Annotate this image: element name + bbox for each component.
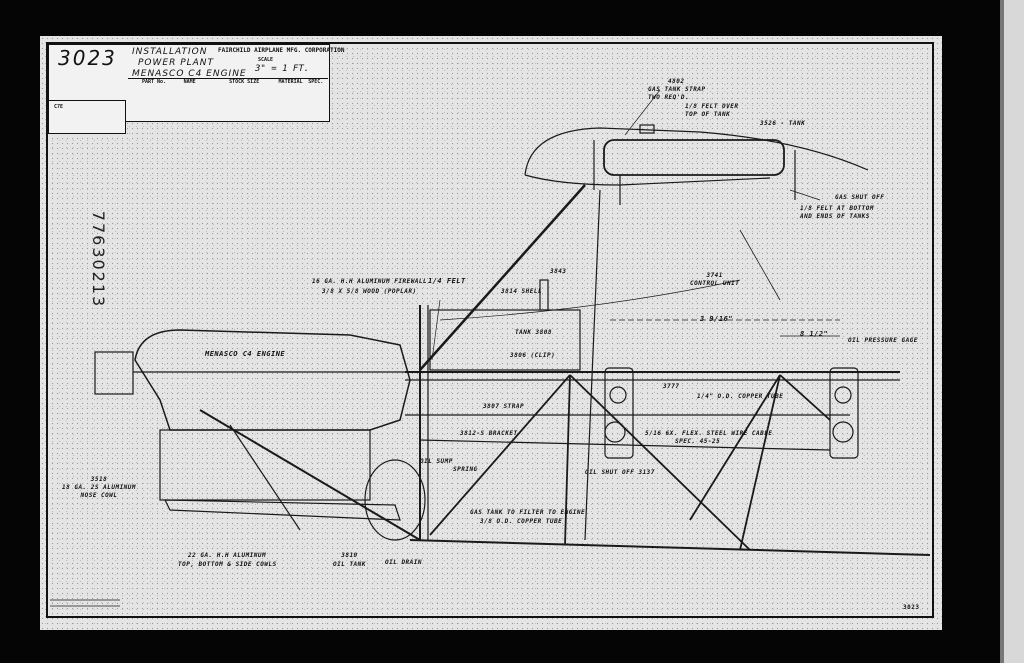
label-text: 5/16 6X. FLEX. STEEL WIRE CABLE bbox=[645, 430, 773, 437]
label-felt: 1/4 FELT bbox=[428, 277, 466, 285]
label-3843: 3843 bbox=[550, 268, 567, 275]
label-strap: 3807 STRAP bbox=[483, 403, 525, 410]
label-text: NOSE COWL bbox=[80, 492, 118, 499]
label-nose-cowl: 3518 18 GA. 2S ALUMINUM NOSE COWL bbox=[62, 476, 136, 500]
part-number: 3810 bbox=[341, 552, 358, 559]
label-copper-tube: 1/4" O.D. COPPER TUBE bbox=[697, 393, 784, 400]
label-text: TWO REQ'D. bbox=[648, 94, 690, 101]
title-line: POWER PLANT bbox=[138, 58, 215, 68]
parts-table-header: PART No. NAME STOCK SIZE MATERIAL SPEC. bbox=[128, 78, 328, 121]
label-clip: 3806 (CLIP) bbox=[510, 352, 556, 359]
scan-edge bbox=[1000, 0, 1004, 663]
label-oil-tank: 3810 OIL TANK bbox=[333, 551, 366, 569]
label-bracket: 3812-S BRACKET bbox=[460, 430, 518, 437]
wing-lower bbox=[524, 174, 771, 186]
label-text: 1/8 FELT AT BOTTOM bbox=[800, 205, 875, 212]
label-3777: 3777 bbox=[663, 383, 680, 390]
label-text: OIL TANK bbox=[333, 561, 366, 568]
propeller-hub bbox=[94, 351, 134, 395]
label-text: GAS TANK STRAP bbox=[648, 86, 706, 93]
col-part-no: PART No. bbox=[142, 79, 167, 85]
company-name: FAIRCHILD AIRPLANE MFG. CORPORATION bbox=[218, 47, 345, 54]
label-gas-shut-off: GAS SHUT OFF bbox=[835, 194, 885, 201]
label-text: 1/8 FELT OVER bbox=[685, 103, 739, 110]
col-material: MATERIAL bbox=[278, 79, 303, 85]
label-text: CONTROL UNIT bbox=[690, 280, 740, 287]
wing-airfoil bbox=[524, 127, 869, 176]
title-line: MENASCO C4 ENGINE bbox=[132, 69, 247, 79]
label-control-unit: 3741 CONTROL UNIT bbox=[690, 272, 739, 288]
label-firewall: 16 GA. H.H ALUMINUM FIREWALL 3/8 X 5/8 W… bbox=[312, 277, 427, 297]
label-text: 22 GA. H.H ALUMINUM bbox=[188, 552, 267, 559]
label-text: TOP, BOTTOM & SIDE COWLS bbox=[178, 561, 277, 568]
label-spring: SPRING bbox=[453, 466, 478, 473]
label-text: GAS TANK TO FILTER TO ENGINE bbox=[470, 509, 586, 516]
part-number: 3741 bbox=[706, 272, 723, 279]
scale-label: SCALE bbox=[258, 57, 274, 63]
col-name: NAME bbox=[183, 79, 196, 85]
dimension-2: 8 1/2" bbox=[800, 330, 829, 338]
part-number: 3518 bbox=[90, 476, 108, 483]
part-number: 4802 bbox=[668, 78, 685, 85]
control-unit bbox=[604, 367, 634, 459]
revision-code: C7E bbox=[54, 104, 64, 110]
label-oil-drain: OIL DRAIN bbox=[385, 559, 423, 566]
revision-block bbox=[48, 100, 126, 134]
gas-tank bbox=[603, 139, 785, 176]
label-oil-pressure-gage: OIL PRESSURE GAGE bbox=[848, 337, 918, 344]
label-text: AND ENDS OF TANKS bbox=[800, 213, 870, 220]
label-wire-cable: 5/16 6X. FLEX. STEEL WIRE CABLE SPEC. 45… bbox=[645, 430, 772, 446]
drawing-border bbox=[46, 42, 934, 618]
engine-block bbox=[134, 329, 411, 431]
scan-edge-light bbox=[1004, 0, 1024, 663]
footer-drawing-number: 3023 bbox=[903, 604, 920, 611]
label-tank: TANK 3808 bbox=[515, 329, 553, 336]
title-line: INSTALLATION bbox=[132, 47, 208, 57]
label-gas-line: GAS TANK TO FILTER TO ENGINE 3/8 O.D. CO… bbox=[470, 508, 585, 526]
label-oil-sump: OIL SUMP bbox=[420, 458, 453, 465]
label-text: 16 GA. H.H ALUMINUM FIREWALL bbox=[312, 278, 428, 285]
label-oil-shut-off: OIL SHUT OFF 3137 bbox=[585, 469, 655, 476]
file-stamp: 77630213 bbox=[89, 210, 109, 309]
label-felt-top: 1/8 FELT OVER TOP OF TANK bbox=[685, 103, 738, 119]
drawing-number: 3023 bbox=[58, 46, 117, 70]
dimension-1: 3 9/16" bbox=[700, 315, 734, 323]
label-cowls: 22 GA. H.H ALUMINUM TOP, BOTTOM & SIDE C… bbox=[178, 551, 277, 569]
label-shell: 3814 SHELL bbox=[501, 288, 543, 295]
strut bbox=[419, 184, 586, 371]
label-felt-bottom: 1/8 FELT AT BOTTOM AND ENDS OF TANKS bbox=[800, 205, 874, 221]
label-text: 3/8 O.D. COPPER TUBE bbox=[480, 518, 563, 525]
label-tank-strap: 4802 GAS TANK STRAP TWO REQ'D. bbox=[648, 78, 706, 102]
label-engine: MENASCO C4 ENGINE bbox=[205, 350, 286, 358]
drawing-sheet bbox=[40, 36, 942, 630]
label-text: TOP OF TANK bbox=[685, 111, 731, 118]
drawing-title: INSTALLATION POWER PLANT MENASCO C4 ENGI… bbox=[132, 47, 247, 80]
oil-tank bbox=[364, 459, 426, 541]
label-text: 18 GA. 2S ALUMINUM bbox=[62, 484, 137, 491]
fuselage-tank bbox=[429, 309, 581, 371]
label-text: 3/8 X 5/8 WOOD (POPLAR) bbox=[322, 288, 417, 295]
label-text: SPEC. 45-25 bbox=[675, 438, 721, 445]
label-3526: 3526 - TANK bbox=[760, 120, 806, 127]
col-stock-size: STOCK SIZE bbox=[229, 79, 260, 85]
col-spec: SPEC. bbox=[308, 79, 324, 85]
control-unit bbox=[829, 367, 859, 459]
lower-longeron bbox=[409, 539, 931, 556]
scale-value: 3" = 1 FT. bbox=[255, 64, 310, 74]
